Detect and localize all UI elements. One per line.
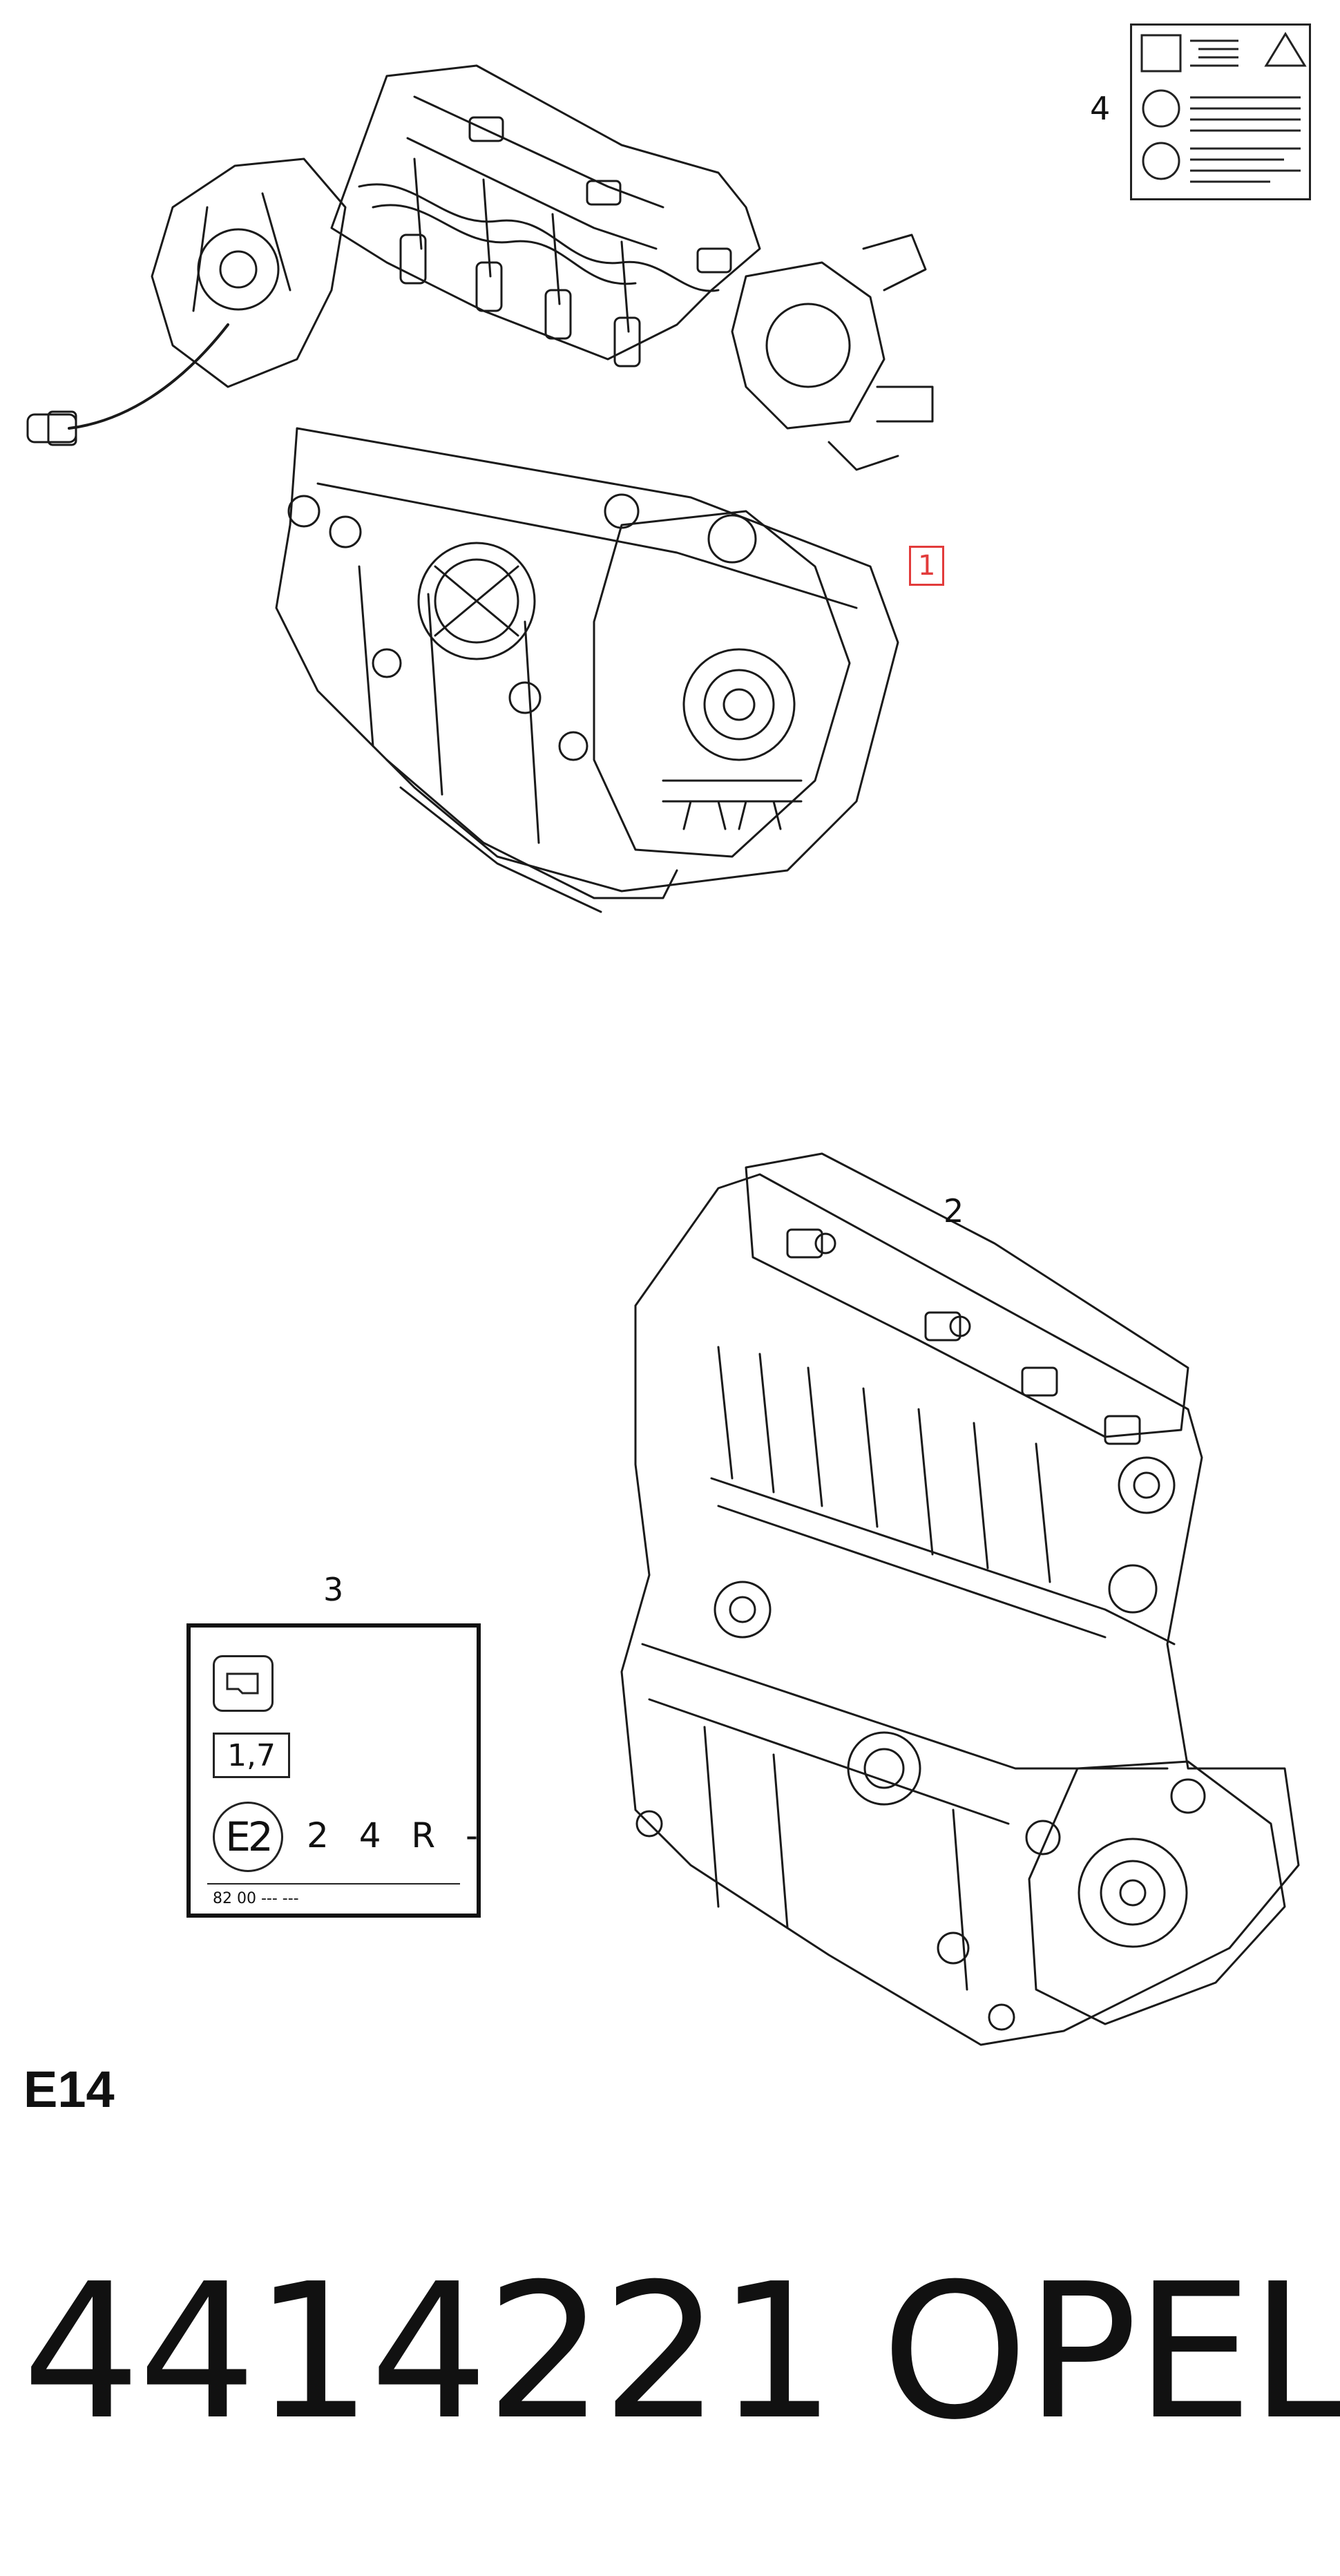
emission-class-badge: E2 <box>213 1802 283 1872</box>
callout-2[interactable]: 2 <box>944 1192 964 1230</box>
callout-3[interactable]: 3 <box>323 1571 344 1608</box>
label-part-number: 82 00 --- --- <box>213 1890 299 1907</box>
documentation-card <box>1130 23 1311 200</box>
short-block-drawing <box>620 1152 1300 2046</box>
callout-4[interactable]: 4 <box>1090 90 1111 127</box>
callout-1[interactable]: 1 <box>909 546 945 586</box>
engine-code: 2 4 R - <box>307 1815 488 1855</box>
warning-triangle-icon <box>1264 32 1307 67</box>
brand-name: OPEL <box>881 2243 1340 2461</box>
engine-label-icon <box>213 1655 274 1712</box>
complete-engine-drawing <box>26 64 934 913</box>
catalog-part-number: 4414221 <box>22 2243 836 2461</box>
documentation-symbols <box>1140 32 1307 183</box>
square-symbol-icon <box>1140 34 1182 73</box>
displacement-value: 1,7 <box>213 1733 290 1778</box>
group-code: E14 <box>23 2061 115 2118</box>
circle-symbol-icon <box>1142 89 1180 128</box>
label-divider <box>207 1883 460 1885</box>
engine-id-label: 1,7 E2 2 4 R - 82 00 --- --- <box>186 1623 481 1918</box>
circle-symbol-icon-2 <box>1142 142 1180 180</box>
